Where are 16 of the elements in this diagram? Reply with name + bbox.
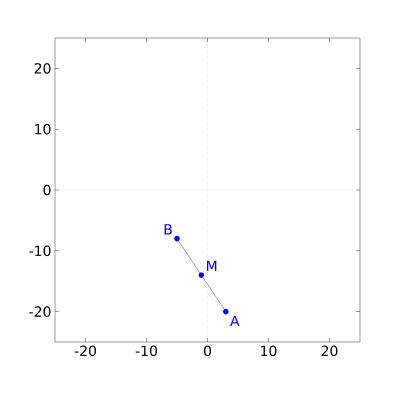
x-tick-label: 20 (322, 346, 338, 356)
point (222, 308, 229, 314)
y-tick-label: 10 (35, 124, 51, 135)
y-tick-label: 20 (34, 63, 51, 74)
x-tick-label: 0 (204, 346, 212, 356)
y-tick-label: 0 (43, 184, 51, 196)
y-tick-label: -20 (29, 306, 51, 317)
point (198, 272, 204, 278)
annotation: M (206, 260, 216, 271)
annotation: A (230, 316, 240, 326)
point (174, 236, 180, 242)
x-tick-label: 10 (261, 346, 276, 356)
annotation: B (164, 224, 172, 234)
x-tick-label: -10 (136, 346, 158, 356)
y-tick-label: -10 (29, 246, 51, 256)
x-tick-label: -20 (74, 346, 96, 356)
